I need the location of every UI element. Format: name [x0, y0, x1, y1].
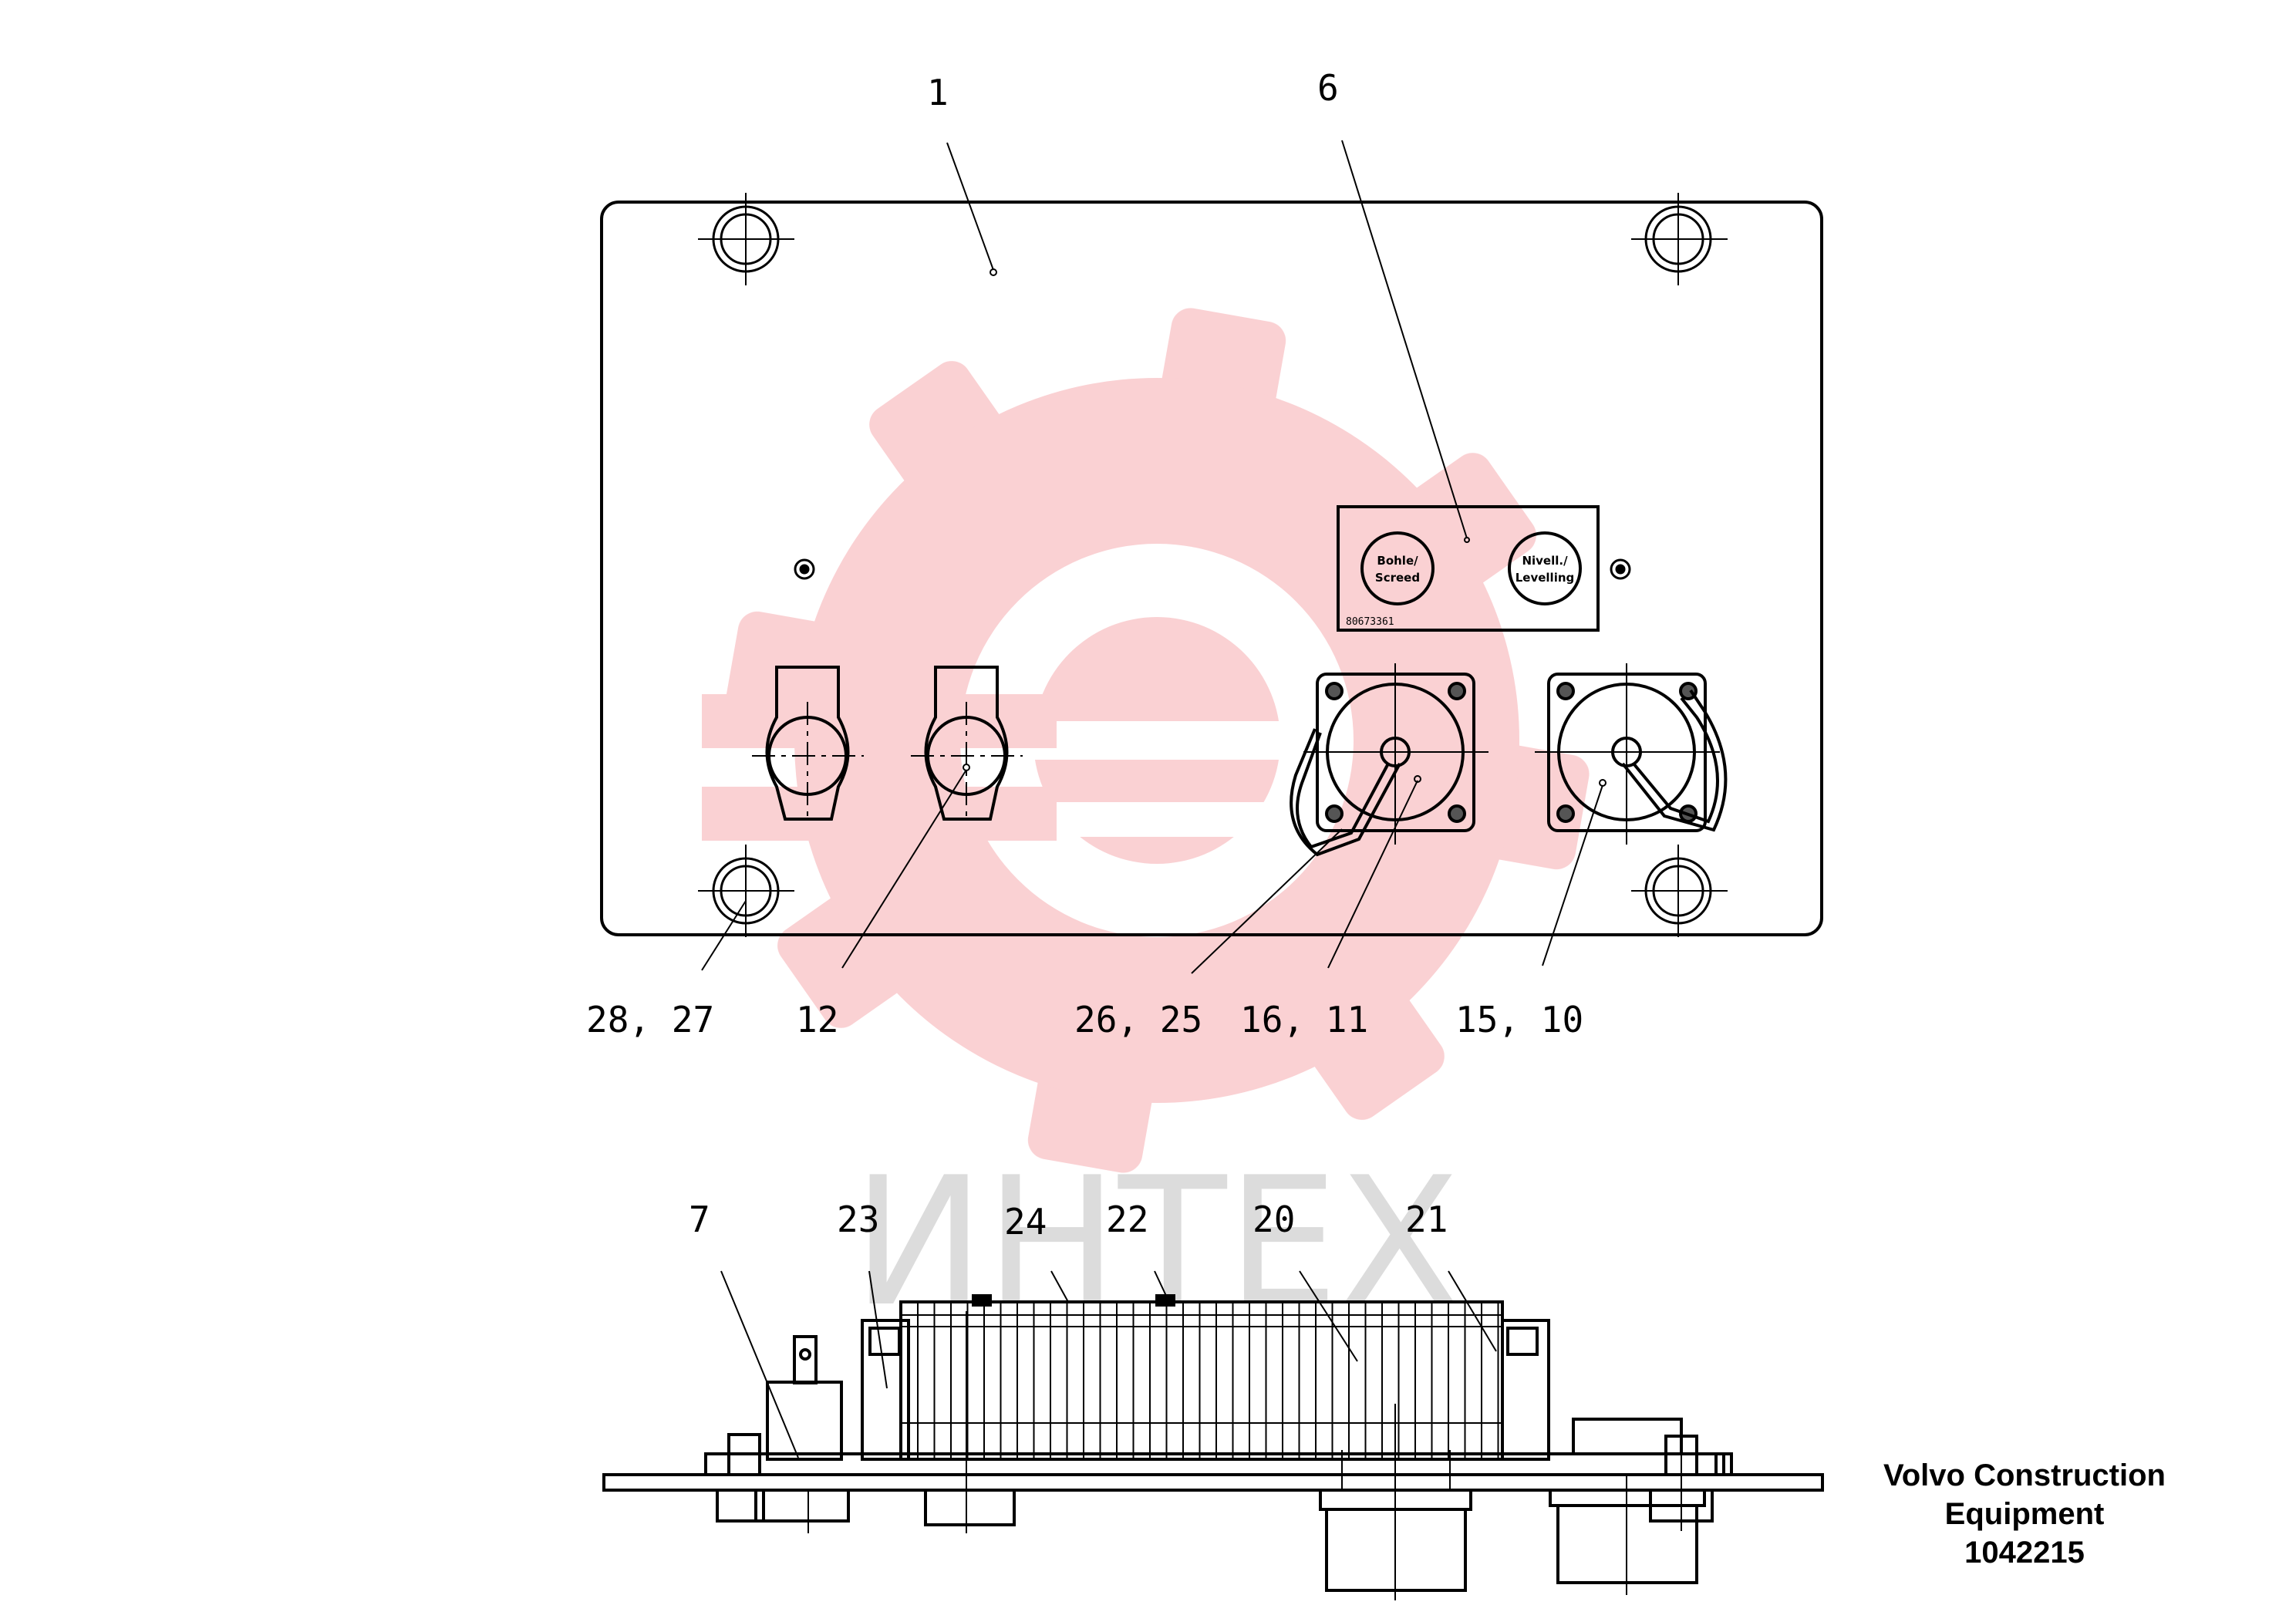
push-button-icon — [752, 666, 864, 821]
callouts-top: 1 6 28, 27 12 26, 25 16, 11 15, 10 — [586, 67, 1583, 1040]
label-plate: Bohle/ Screed Nivell./ Levelling 8067336… — [1337, 505, 1600, 632]
socket-connector-icon — [1290, 663, 1489, 857]
push-button-icon — [911, 666, 1023, 821]
levelling-label-line1: Nivell./ — [1522, 554, 1568, 568]
callout-21: 21 — [1405, 1199, 1448, 1240]
callout-20: 20 — [1253, 1199, 1295, 1240]
small-screws — [794, 558, 1631, 580]
push-buttons — [752, 666, 1023, 821]
bolt-icon — [1631, 845, 1728, 937]
bolt-icon — [698, 845, 794, 937]
levelling-label-line2: Levelling — [1515, 571, 1575, 585]
corner-bolts — [698, 193, 1728, 937]
connector-sockets — [1290, 663, 1728, 857]
leader-lines-top — [701, 140, 1603, 974]
callout-26-25: 26, 25 — [1074, 999, 1202, 1040]
callout-7: 7 — [689, 1199, 710, 1240]
callout-1: 1 — [927, 72, 949, 113]
plate-top-view — [600, 201, 1823, 936]
bolt-icon — [1631, 193, 1728, 285]
label-plate-code: 80673361 — [1346, 616, 1394, 628]
leader-lines-side — [720, 1270, 1497, 1458]
bolt-icon — [698, 193, 794, 285]
callout-15-10: 15, 10 — [1455, 999, 1583, 1040]
callout-22: 22 — [1106, 1199, 1148, 1240]
manufacturer-credit: Volvo Construction Equipment 1042215 — [1847, 1456, 2202, 1572]
credit-line-2: Equipment — [1944, 1497, 2105, 1531]
screw-icon — [794, 558, 815, 580]
screed-button-label — [1360, 531, 1435, 605]
callouts-side: 7 23 24 22 20 21 — [689, 1199, 1448, 1243]
credit-part-number: 1042215 — [1964, 1536, 2085, 1570]
side-view — [602, 1294, 1824, 1600]
callout-12: 12 — [796, 999, 838, 1040]
watermark-gear-icon — [702, 308, 1590, 1173]
callout-6: 6 — [1317, 67, 1339, 109]
watermark-text: ИНТЕХ — [852, 1140, 1460, 1346]
callout-28-27: 28, 27 — [586, 999, 714, 1040]
callout-24: 24 — [1004, 1201, 1047, 1243]
callout-23: 23 — [837, 1199, 879, 1240]
levelling-button-label — [1508, 531, 1582, 605]
screed-label-line1: Bohle/ — [1377, 554, 1418, 568]
screw-icon — [1610, 558, 1631, 580]
mounting-plate — [600, 201, 1823, 936]
socket-connector-icon — [1535, 663, 1728, 845]
side-plate — [602, 1473, 1824, 1492]
callout-16-11: 16, 11 — [1240, 999, 1368, 1040]
credit-line-1: Volvo Construction — [1883, 1458, 2166, 1492]
screed-label-line2: Screed — [1375, 571, 1420, 585]
